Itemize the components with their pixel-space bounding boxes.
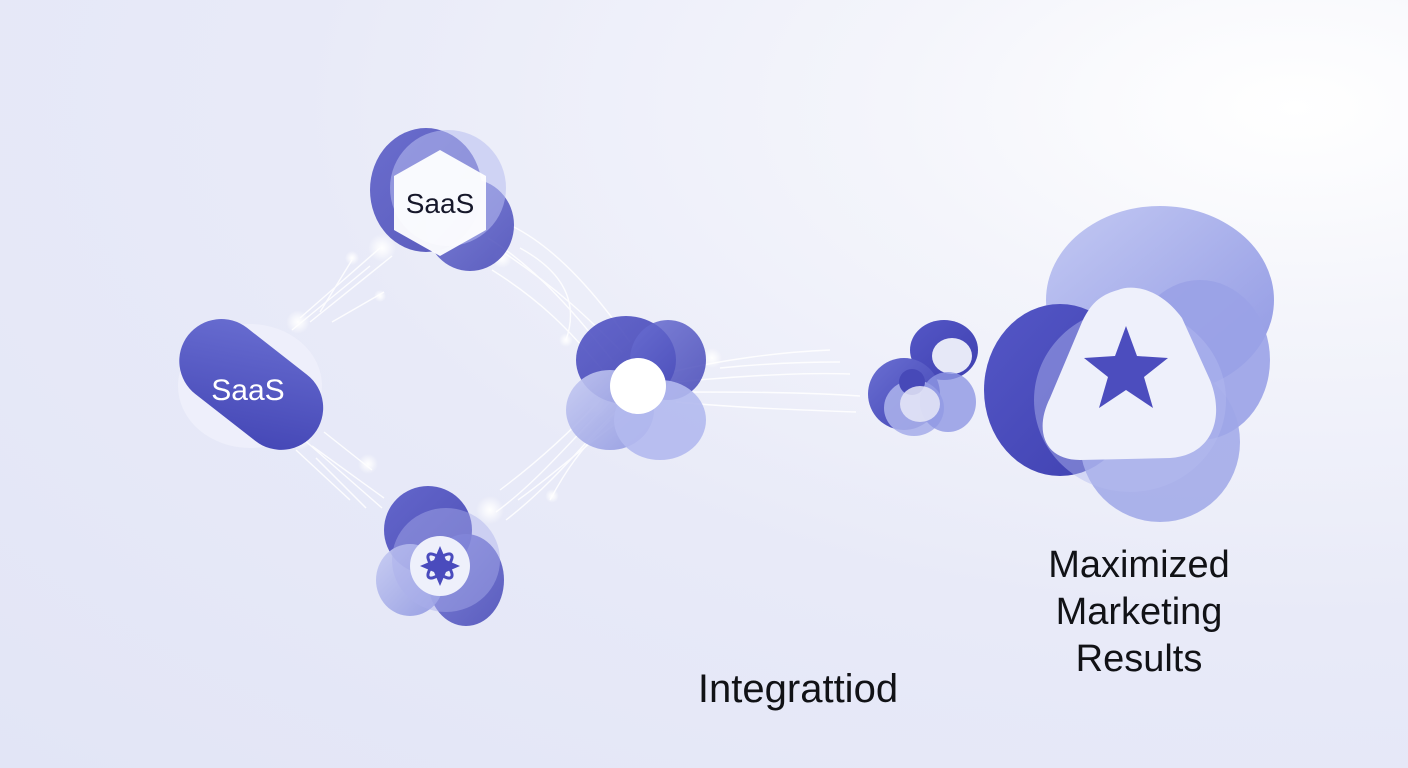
result-label: Maximized Marketing Results (1020, 542, 1258, 683)
star-icon (1084, 326, 1168, 408)
link-icon (868, 320, 978, 436)
connector-lines (291, 225, 861, 521)
result-label-line3: Results (1075, 638, 1203, 680)
bottom-node[interactable] (376, 486, 504, 626)
left-saas-label: SaaS (211, 374, 285, 407)
hub-node[interactable] (566, 316, 706, 460)
result-label-line1: Maximized (1048, 544, 1230, 586)
top-saas-label: SaaS (405, 188, 475, 219)
left-saas-node[interactable] (162, 302, 340, 467)
result-label-line2: Marketing (1055, 591, 1223, 633)
result-node[interactable] (984, 206, 1274, 522)
link-node[interactable] (868, 320, 978, 436)
integration-label: Integrattiod (697, 667, 899, 711)
hexagon-shape (394, 150, 486, 256)
top-saas-node[interactable] (370, 128, 514, 271)
atom-icon (420, 546, 460, 586)
circle-hub-icon (610, 358, 666, 414)
